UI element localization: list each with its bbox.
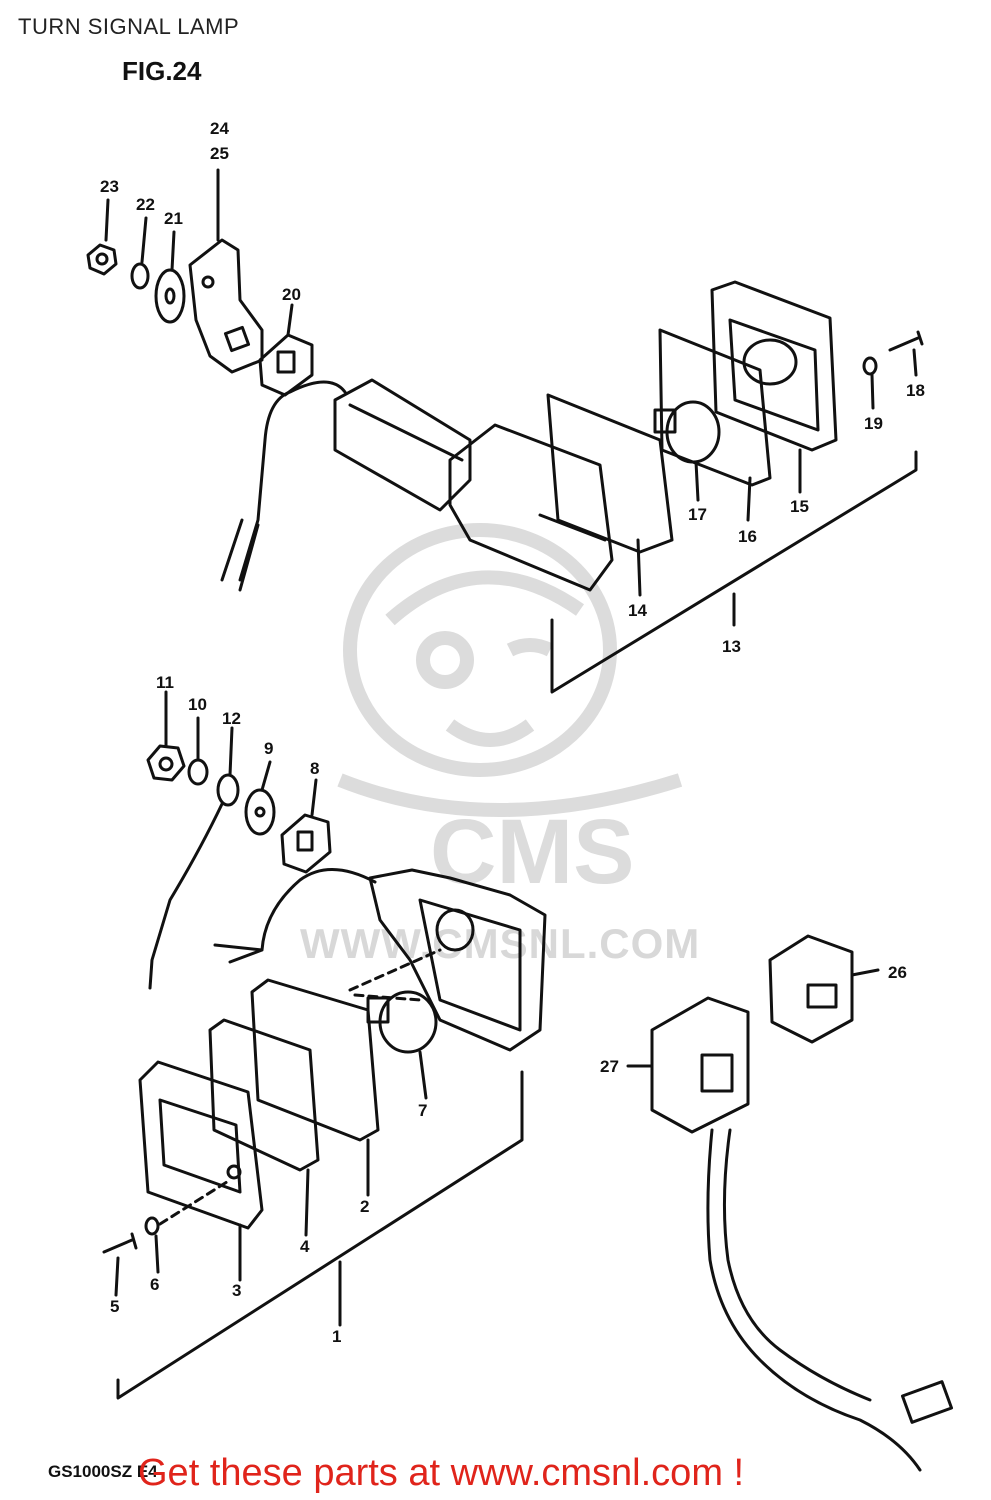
relay-harness xyxy=(706,1128,922,1472)
washer-6-icon xyxy=(144,1216,160,1236)
callout-20: 20 xyxy=(282,285,301,304)
gasket-4-icon xyxy=(208,1018,320,1172)
callout-19: 19 xyxy=(864,414,883,433)
callout-3: 3 xyxy=(232,1281,242,1300)
lamp-housing-icon xyxy=(448,423,614,592)
washer-19-icon xyxy=(862,356,878,376)
group-1-bracket xyxy=(116,1070,524,1400)
callout-9: 9 xyxy=(264,739,274,758)
callout-14: 14 xyxy=(628,601,647,620)
watermark-brand: CMS xyxy=(430,801,635,903)
lower-lamp-housing-icon xyxy=(368,868,547,1052)
nut-23-icon xyxy=(86,243,118,276)
group-13-bracket xyxy=(550,450,918,694)
lens-3-icon xyxy=(138,1060,264,1230)
callout-12: 12 xyxy=(222,709,241,728)
callout-5: 5 xyxy=(110,1297,120,1316)
callout-25: 25 xyxy=(210,144,229,163)
callout-13: 13 xyxy=(722,637,741,656)
callout-24: 24 xyxy=(210,119,229,138)
gasket-14-icon xyxy=(546,393,674,554)
figure-number: FIG.24 xyxy=(122,56,202,86)
callout-17: 17 xyxy=(688,505,707,524)
ground-terminal-12-icon xyxy=(148,773,240,990)
watermark-site: WWW.CMSNL.COM xyxy=(300,920,701,967)
callout-4: 4 xyxy=(300,1237,310,1256)
diagram-title: TURN SIGNAL LAMP xyxy=(18,14,240,39)
callout-2: 2 xyxy=(360,1197,370,1216)
callout-7: 7 xyxy=(418,1101,428,1120)
lock-washer-10-icon xyxy=(187,758,209,786)
callout-1: 1 xyxy=(332,1327,342,1346)
callout-8: 8 xyxy=(310,759,320,778)
bulb-7-icon xyxy=(366,990,438,1054)
callout-15: 15 xyxy=(790,497,809,516)
callout-23: 23 xyxy=(100,177,119,196)
flasher-relay-27-icon xyxy=(626,996,750,1134)
callout-22: 22 xyxy=(136,195,155,214)
callout-27: 27 xyxy=(600,1057,619,1076)
nut-11-icon xyxy=(146,744,186,782)
buy-parts-link[interactable]: Get these parts at www.cmsnl.com ! xyxy=(138,1452,745,1494)
lamp-stem-icon xyxy=(333,378,472,512)
gasket-2-icon xyxy=(250,978,380,1142)
screw-5-icon xyxy=(102,1232,138,1254)
callout-21: 21 xyxy=(164,209,183,228)
washer-21-icon xyxy=(154,268,186,324)
relay-26-icon xyxy=(768,934,880,1044)
washer-9-icon xyxy=(244,788,276,836)
upper-wire xyxy=(238,380,347,582)
lock-washer-22-icon xyxy=(130,262,150,290)
callout-16: 16 xyxy=(738,527,757,546)
callout-26: 26 xyxy=(888,963,907,982)
callout-10: 10 xyxy=(188,695,207,714)
bulb-17-icon xyxy=(653,400,721,464)
callout-18: 18 xyxy=(906,381,925,400)
model-code: GS1000SZ E4 xyxy=(48,1462,158,1481)
grommet-8-icon xyxy=(280,813,332,874)
screw-18-icon xyxy=(888,330,924,352)
callout-11: 11 xyxy=(156,673,174,692)
callout-6: 6 xyxy=(150,1275,160,1294)
watermark-mascot-icon xyxy=(337,523,683,817)
lens-15-icon xyxy=(710,280,838,452)
bracket-24-25-icon xyxy=(188,238,264,374)
lower-wire xyxy=(213,868,377,964)
harness-connector-icon xyxy=(900,1380,954,1424)
